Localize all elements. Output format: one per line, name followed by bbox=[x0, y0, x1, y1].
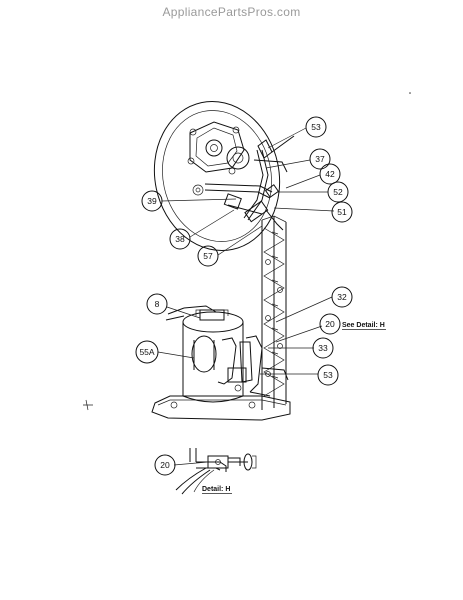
callout-55a: 55A bbox=[135, 340, 159, 364]
svg-text:20: 20 bbox=[325, 319, 335, 329]
svg-text:53: 53 bbox=[311, 122, 321, 132]
callout-39: 39 bbox=[141, 190, 163, 212]
svg-text:20: 20 bbox=[160, 460, 170, 470]
detail-h-caption: Detail: H bbox=[202, 486, 232, 494]
callout-20-detail: 20 bbox=[154, 454, 176, 476]
callout-53: 53 bbox=[305, 116, 327, 138]
see-detail-note: See Detail: H bbox=[342, 322, 386, 330]
stray-mark bbox=[409, 92, 411, 94]
callout-51: 51 bbox=[331, 201, 353, 223]
svg-text:57: 57 bbox=[203, 251, 213, 261]
svg-text:55A: 55A bbox=[139, 347, 154, 357]
svg-text:33: 33 bbox=[318, 343, 328, 353]
callout-53-lower: 53 bbox=[317, 364, 339, 386]
svg-text:32: 32 bbox=[337, 292, 347, 302]
svg-text:52: 52 bbox=[333, 187, 343, 197]
watermark-text: AppliancePartsPros.com bbox=[162, 5, 301, 19]
svg-text:39: 39 bbox=[147, 196, 157, 206]
svg-text:See Detail: H: See Detail: H bbox=[342, 322, 385, 329]
callout-20: 20 bbox=[319, 313, 341, 335]
callout-42: 42 bbox=[319, 163, 341, 185]
callout-8: 8 bbox=[146, 293, 168, 315]
leader-lines bbox=[157, 127, 335, 466]
svg-text:8: 8 bbox=[155, 299, 160, 309]
callout-38: 38 bbox=[169, 228, 191, 250]
svg-text:37: 37 bbox=[315, 154, 325, 164]
compressor-assembly bbox=[83, 305, 291, 421]
svg-text:53: 53 bbox=[323, 370, 333, 380]
svg-text:Detail: H: Detail: H bbox=[202, 486, 230, 493]
svg-text:51: 51 bbox=[337, 207, 347, 217]
svg-text:42: 42 bbox=[325, 169, 335, 179]
callout-57: 57 bbox=[197, 245, 219, 267]
svg-text:38: 38 bbox=[175, 234, 185, 244]
callout-37: 37 bbox=[309, 148, 331, 170]
callout-33: 33 bbox=[312, 337, 334, 359]
fan-shroud-assembly bbox=[153, 101, 295, 251]
callout-52: 52 bbox=[327, 181, 349, 203]
condenser-coil bbox=[261, 215, 287, 410]
callout-32: 32 bbox=[331, 286, 353, 308]
